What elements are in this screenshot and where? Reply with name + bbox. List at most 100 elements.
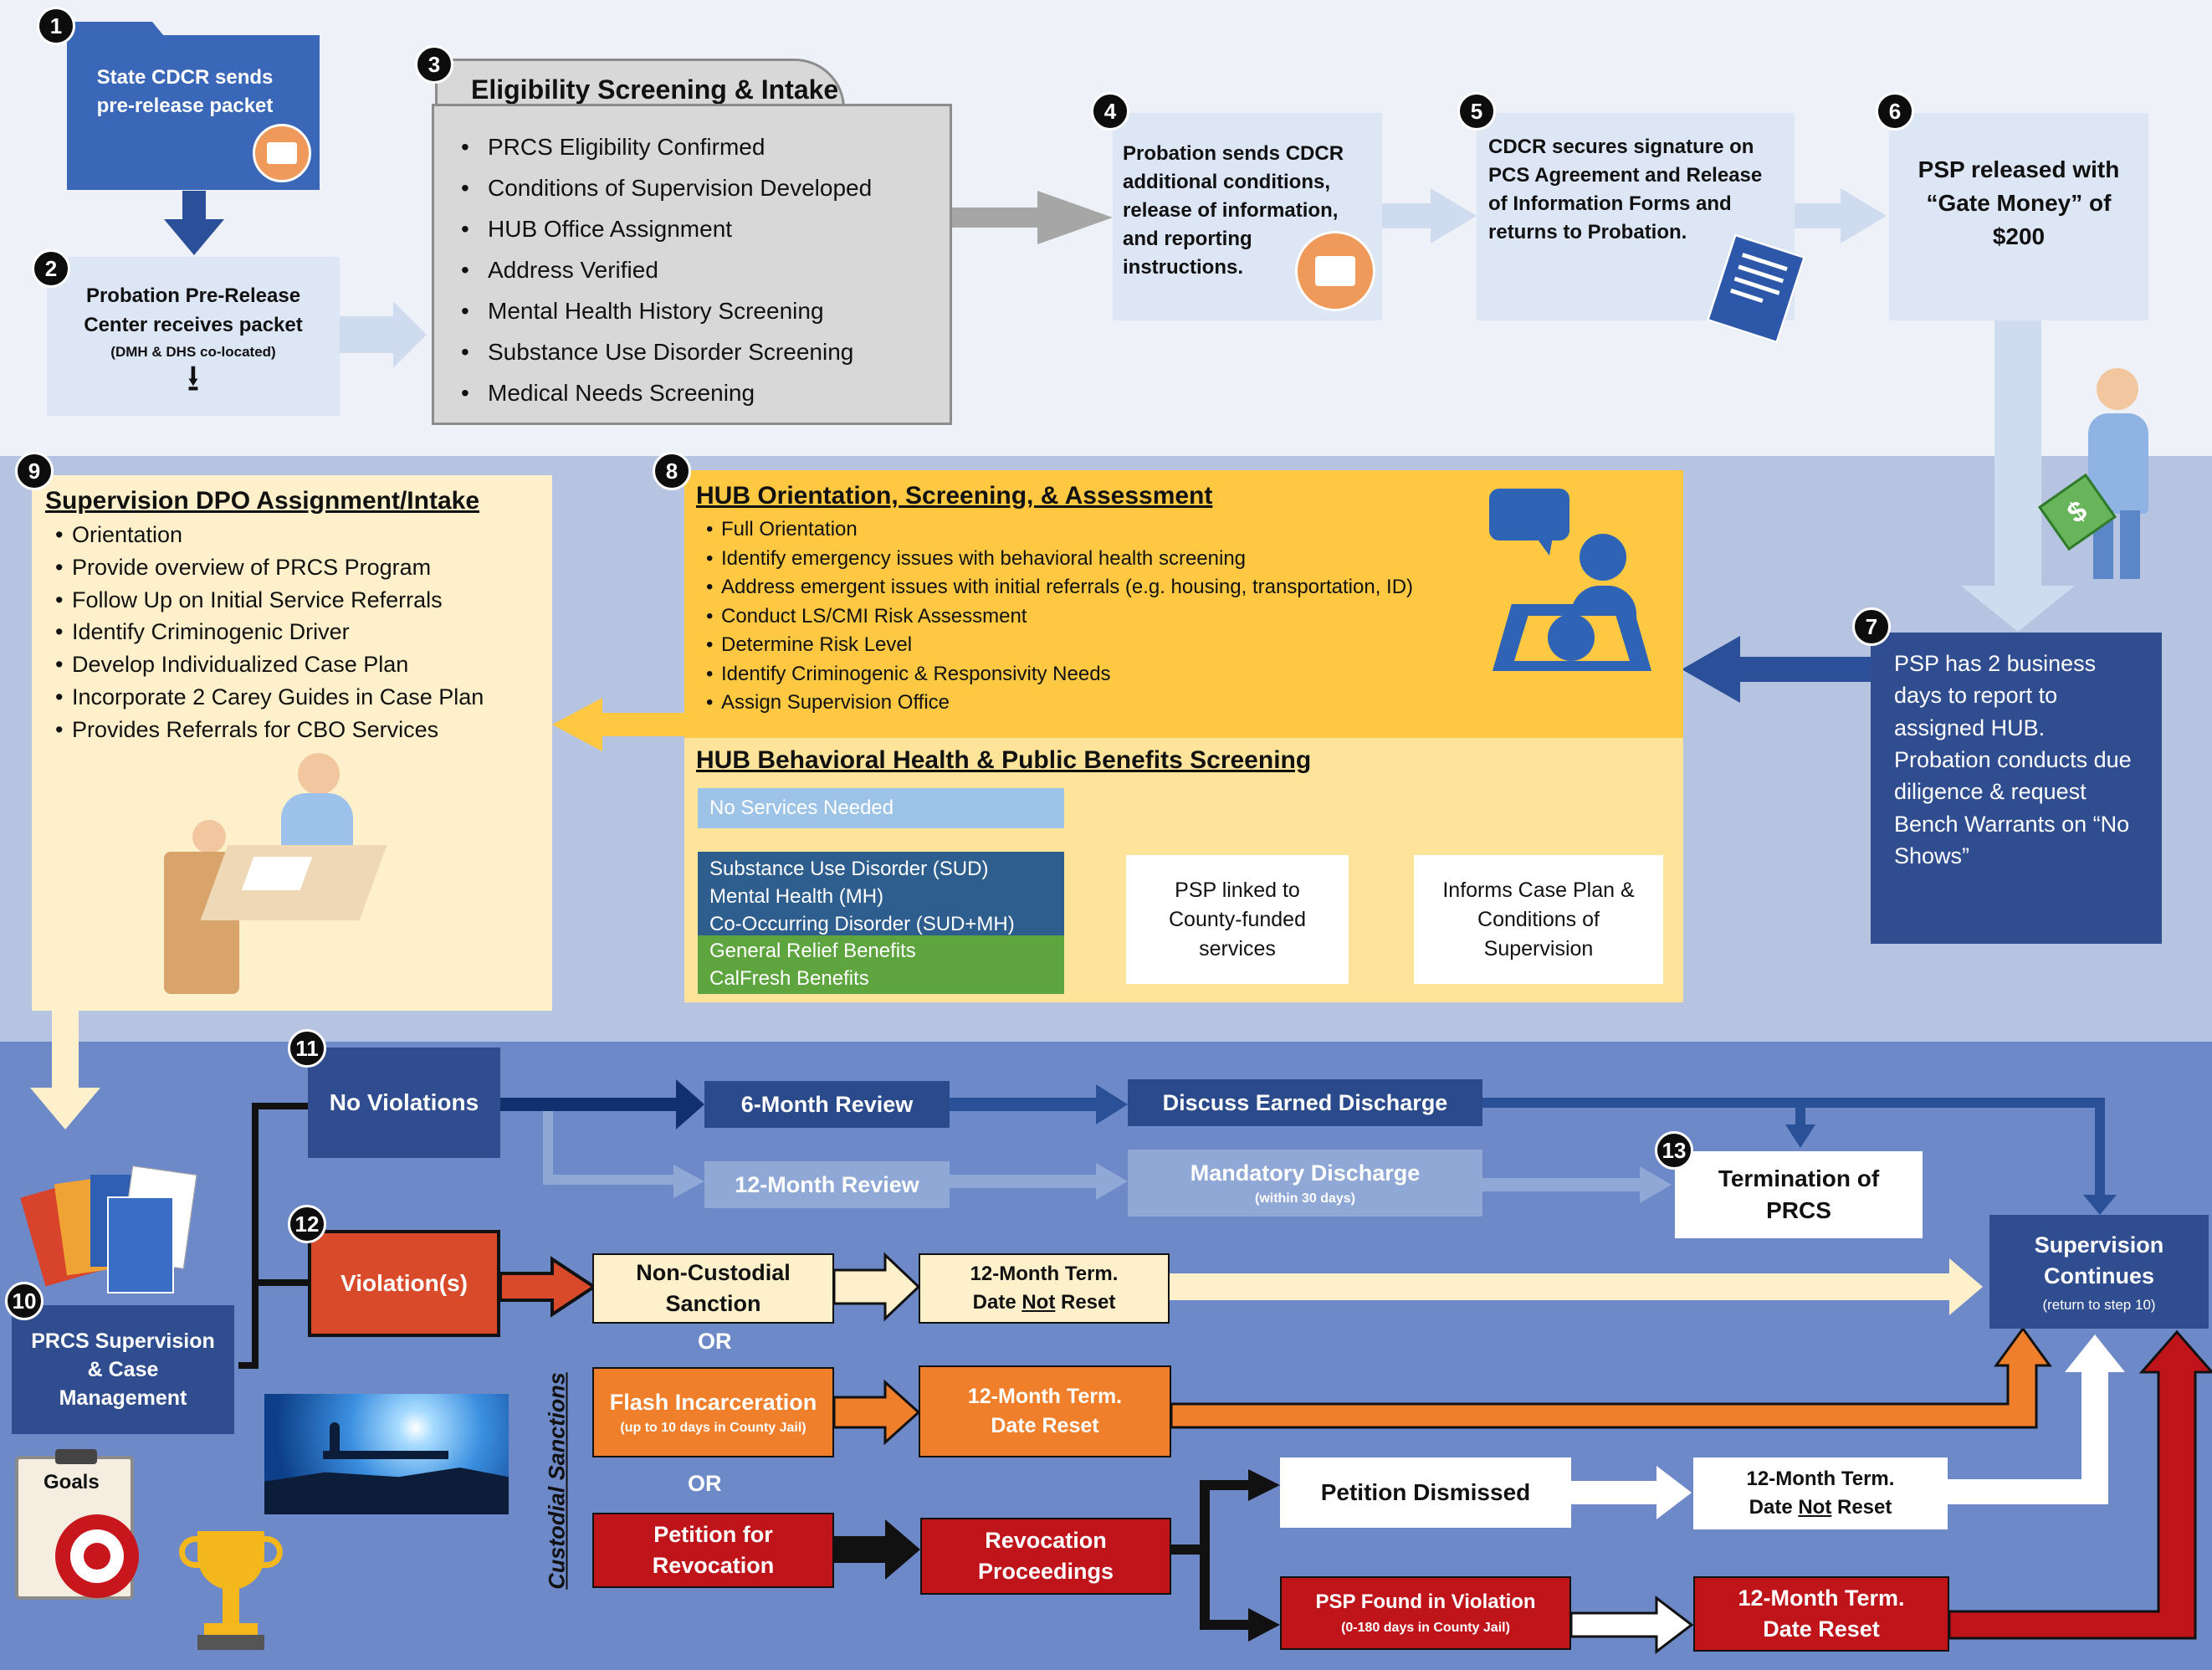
- bridge-image-icon: [264, 1394, 509, 1514]
- services-blue-box: Substance Use Disorder (SUD) Mental Heal…: [698, 852, 1064, 935]
- step8-number: 8: [653, 452, 691, 490]
- term-not-reset-2-line2: Date Not Reset: [1749, 1493, 1892, 1522]
- step10-number: 10: [5, 1282, 44, 1320]
- list-item: Orientation: [45, 519, 552, 551]
- term-reset-orange-line2: Date Reset: [991, 1414, 1099, 1437]
- petition-dismissed-box: Petition Dismissed: [1280, 1457, 1571, 1528]
- term-not-reset-line2: Date Not Reset: [973, 1288, 1116, 1317]
- step3-number: 3: [415, 45, 453, 84]
- step3-tab: Eligibility Screening & Intake: [435, 59, 845, 109]
- termination-text: Termination of PRCS: [1718, 1165, 1880, 1223]
- step5-text: CDCR secures signature on PCS Agreement …: [1488, 136, 1763, 244]
- term-line2-a: Date: [972, 1291, 1022, 1314]
- arrow-flash-continues: [1170, 1326, 2052, 1429]
- violations-label: Violation(s): [341, 1270, 468, 1296]
- term-not-reset-line1: 12-Month Term.: [970, 1263, 1119, 1286]
- review-6-month-box: 6-Month Review: [704, 1081, 950, 1128]
- arrow-5-6: [1795, 188, 1887, 243]
- term-reset-red-line2: Date Reset: [1763, 1616, 1880, 1642]
- term2-line2-b: Reset: [1831, 1496, 1892, 1519]
- list-item: PRCS Eligibility Confirmed: [451, 126, 950, 167]
- list-item: Identify Criminogenic Driver: [45, 616, 552, 648]
- guides-books-icon: [20, 1163, 207, 1297]
- step2-title: Probation Pre-Release Center receives pa…: [84, 284, 303, 336]
- folder-icon: [253, 124, 311, 182]
- step9-title: Supervision DPO Assignment/Intake: [45, 487, 480, 515]
- meeting-icon: [1486, 489, 1662, 698]
- mandatory-discharge-sub: (within 30 days): [1254, 1191, 1356, 1206]
- benefits-green-box: General Relief Benefits CalFresh Benefit…: [698, 935, 1064, 994]
- revocation-label: Revocation Proceedings: [977, 1528, 1114, 1584]
- list-item: Identify Criminogenic & Responsivity Nee…: [696, 660, 1683, 689]
- term-reset-orange-line1: 12-Month Term.: [967, 1385, 1123, 1408]
- supervision-continues-sub: (return to step 10): [2042, 1296, 2156, 1313]
- step3-list: PRCS Eligibility Confirmed Conditions of…: [451, 126, 950, 413]
- flash-incarceration-box: Flash Incarceration (up to 10 days in Co…: [592, 1367, 834, 1457]
- arrow-1-2: [164, 191, 224, 255]
- step3-title: Eligibility Screening & Intake: [471, 74, 839, 105]
- flash-label: Flash Incarceration: [609, 1389, 817, 1415]
- or-label-1: OR: [698, 1329, 732, 1354]
- list-item: Conduct LS/CMI Risk Assessment: [696, 602, 1683, 632]
- arrow-4-5: [1382, 188, 1477, 243]
- noncustodial-label: Non-Custodial Sanction: [636, 1260, 791, 1316]
- download-icon: ⭳: [187, 357, 200, 399]
- supervision-continues-label: Supervision Continues: [2034, 1232, 2164, 1288]
- list-item: Provide overview of PRCS Program: [45, 551, 552, 584]
- step11-number: 11: [288, 1029, 326, 1068]
- list-item: Develop Individualized Case Plan: [45, 648, 552, 681]
- list-item: Assign Supervision Office: [696, 689, 1683, 718]
- step10-box: PRCS Supervision & Case Management: [12, 1305, 234, 1434]
- list-item: Conditions of Supervision Developed: [451, 167, 950, 208]
- review-12-month-label: 12-Month Review: [735, 1171, 919, 1197]
- step9-number: 9: [15, 452, 54, 490]
- step9-list: Orientation Provide overview of PRCS Pro…: [45, 519, 552, 746]
- term-not-reset-2-box: 12-Month Term. Date Not Reset: [1693, 1457, 1948, 1529]
- goals-label: Goals: [44, 1471, 100, 1493]
- linked-text: PSP linked to County-funded services: [1168, 878, 1306, 961]
- review-12-month-box: 12-Month Review: [704, 1161, 950, 1208]
- term-reset-orange-box: 12-Month Term. Date Reset: [919, 1365, 1171, 1457]
- service-line: Co-Occurring Disorder (SUD+MH): [709, 913, 1015, 935]
- informs-text: Informs Case Plan & Conditions of Superv…: [1442, 878, 1635, 961]
- arrow-11-12mo: [543, 1111, 676, 1185]
- step2-sub: (DMH & DHS co-located): [110, 343, 276, 360]
- supervision-continues-box: Supervision Continues (return to step 10…: [1989, 1215, 2209, 1329]
- petition-label: Petition for Revocation: [652, 1522, 775, 1578]
- list-item: Provides Referrals for CBO Services: [45, 714, 552, 746]
- termination-box: Termination of PRCS: [1675, 1151, 1923, 1238]
- mandatory-discharge-box: Mandatory Discharge (within 30 days): [1128, 1150, 1482, 1217]
- arrow-dismissed-continues: [1948, 1334, 2125, 1504]
- step12-number: 12: [288, 1205, 326, 1243]
- no-services-text: No Services Needed: [709, 797, 894, 819]
- review-6-month-label: 6-Month Review: [740, 1091, 914, 1117]
- no-violations-box: No Violations: [308, 1048, 500, 1158]
- no-violations-label: No Violations: [329, 1089, 479, 1115]
- list-item: Full Orientation: [696, 515, 1683, 545]
- arrow-11-6mo: [500, 1079, 704, 1130]
- flash-sub: (up to 10 days in County Jail): [620, 1420, 806, 1435]
- benefit-line: CalFresh Benefits: [709, 967, 869, 990]
- arrow-earned-continues: [1482, 1098, 2105, 1198]
- step8-list: Full Orientation Identify emergency issu…: [696, 515, 1683, 718]
- arrow-7-8: [1682, 636, 1871, 703]
- bracket-revocation: [1171, 1480, 1255, 1555]
- person-icon: [2083, 368, 2153, 586]
- no-services-box: No Services Needed: [698, 788, 1064, 828]
- term-not-reset-box: 12-Month Term. Date Not Reset: [919, 1253, 1170, 1324]
- arrow-found-continues: [1948, 1329, 2212, 1640]
- step4-text: Probation sends CDCR additional conditio…: [1123, 142, 1344, 279]
- arrow-noncust-continues: [1170, 1258, 1983, 1315]
- revocation-box: Revocation Proceedings: [920, 1518, 1171, 1595]
- arrow-3-4: [950, 191, 1113, 244]
- found-label: PSP Found in Violation: [1315, 1591, 1536, 1613]
- step2-box: Probation Pre-Release Center receives pa…: [47, 257, 340, 416]
- step8-title: HUB Orientation, Screening, & Assessment: [696, 482, 1213, 510]
- or-label-2: OR: [688, 1471, 722, 1496]
- arrow-6-7: [1961, 320, 2075, 632]
- term-reset-red-box: 12-Month Term. Date Reset: [1693, 1576, 1949, 1652]
- found-sub: (0-180 days in County Jail): [1341, 1621, 1510, 1635]
- arrow-8-9: [552, 698, 684, 751]
- service-line: Substance Use Disorder (SUD): [709, 858, 989, 880]
- service-line: Mental Health (MH): [709, 885, 884, 908]
